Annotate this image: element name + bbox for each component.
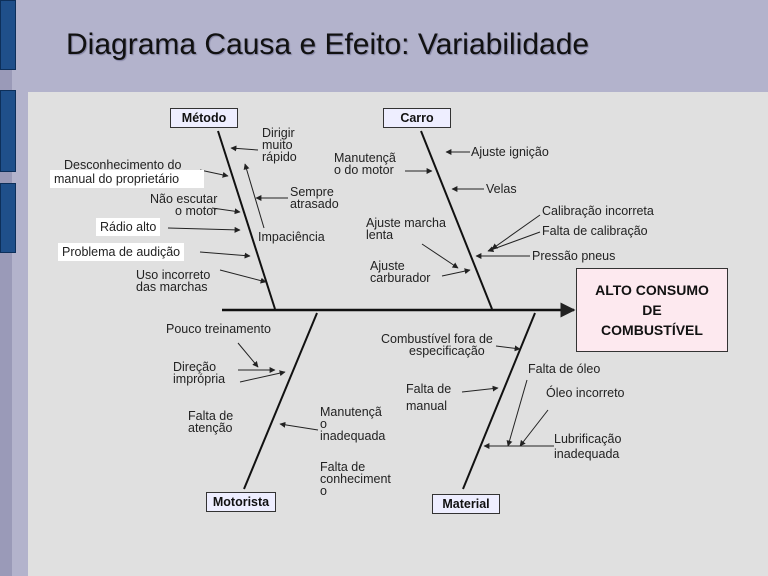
cause-problema-audicao: Problema de audição xyxy=(58,243,185,261)
effect-line-2: DE xyxy=(642,302,662,318)
bone-motorista xyxy=(243,312,318,490)
cause-falta-oleo: Falta de óleo xyxy=(528,362,601,376)
effect-box: ALTO CONSUMO DE COMBUSTÍVEL xyxy=(576,268,728,352)
category-carro: Carro xyxy=(383,108,451,128)
page-title: Diagrama Causa e Efeito: Variabilidade xyxy=(66,28,590,61)
category-material: Material xyxy=(432,494,500,514)
cause-velas: Velas xyxy=(486,182,517,196)
cause-desconhecimento-label-1: Desconhecimento do xyxy=(64,158,182,172)
slide-tab-2 xyxy=(0,90,16,172)
cause-pressao-pneus: Pressão pneus xyxy=(532,249,616,263)
cause-impaciencia: Impaciência xyxy=(258,230,325,244)
cause-desconhecimento-label-2: manual do proprietário xyxy=(50,170,204,188)
slide-tab-1 xyxy=(0,0,16,70)
cause-falta-calibracao: Falta de calibração xyxy=(542,224,648,238)
cause-ajuste-ignicao: Ajuste ignição xyxy=(471,145,549,159)
cause-oleo-incorreto: Óleo incorreto xyxy=(546,386,625,400)
bone-carro xyxy=(420,130,493,310)
category-metodo: Método xyxy=(170,108,238,128)
effect-line-1: ALTO CONSUMO xyxy=(595,282,709,298)
slide-tab-3 xyxy=(0,183,16,253)
bone-material xyxy=(462,312,536,490)
cause-calibracao-incorreta: Calibração incorreta xyxy=(542,204,654,218)
category-motorista: Motorista xyxy=(206,492,276,512)
cause-pouco-treinamento: Pouco treinamento xyxy=(166,322,271,336)
cause-radio-alto: Rádio alto xyxy=(96,218,161,236)
effect-line-3: COMBUSTÍVEL xyxy=(601,322,703,338)
